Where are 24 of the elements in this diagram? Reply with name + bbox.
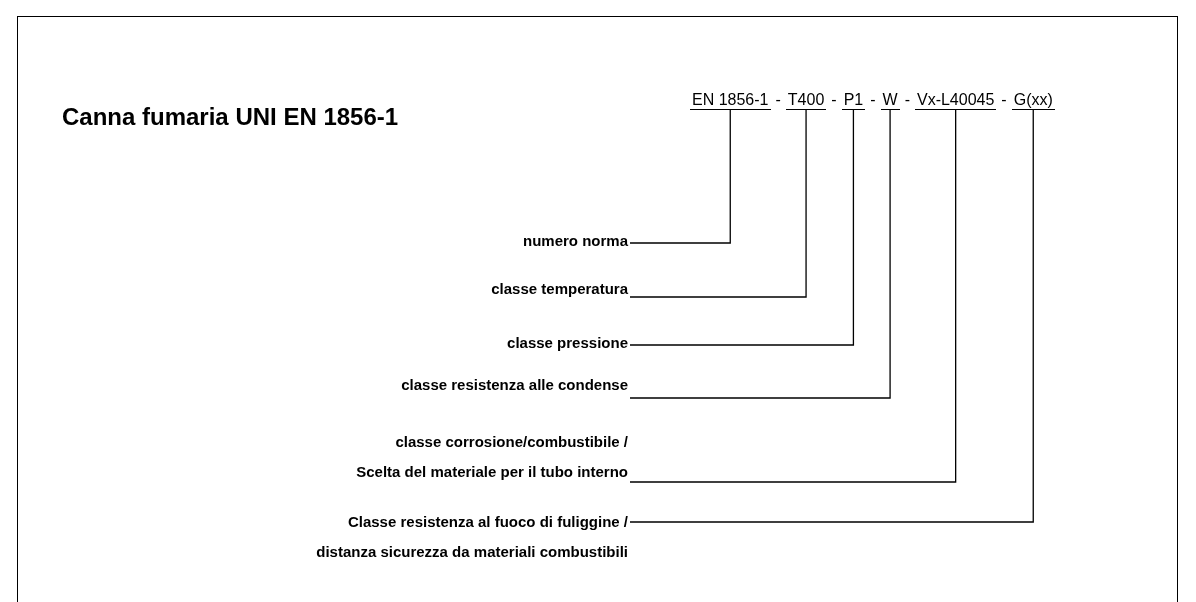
- leader-line: [629, 109, 1034, 523]
- description-label: classe pressione: [507, 328, 628, 358]
- code-segment: P1: [841, 91, 866, 110]
- leader-line: [629, 109, 855, 346]
- diagram-title: Canna fumaria UNI EN 1856-1: [62, 103, 399, 131]
- description-label: classe corrosione/combustibile / Scelta del materiale per il tubo interno: [356, 427, 628, 487]
- code-segment: EN 1856-1: [690, 91, 771, 110]
- separator-dash: -: [775, 91, 781, 109]
- leader-line: [629, 109, 957, 483]
- description-label: classe temperatura: [491, 274, 628, 304]
- separator-dash: -: [831, 91, 837, 109]
- separator-dash: -: [1001, 91, 1007, 109]
- leader-line: [629, 109, 891, 399]
- leader-line: [629, 109, 807, 298]
- separator-dash: -: [870, 91, 876, 109]
- description-label: classe resistenza alle condense: [401, 370, 628, 400]
- code-segment: T400: [785, 91, 827, 110]
- code-segment: W: [880, 91, 900, 110]
- description-label: Classe resistenza al fuoco di fuliggine / distanza sicurezza da materiali combustibili: [316, 507, 628, 567]
- separator-dash: -: [904, 91, 910, 109]
- leader-line: [629, 109, 731, 244]
- code-segment: G(xx): [1011, 91, 1055, 110]
- code-segment: Vx-L40045: [914, 91, 997, 110]
- description-label: numero norma: [523, 226, 628, 256]
